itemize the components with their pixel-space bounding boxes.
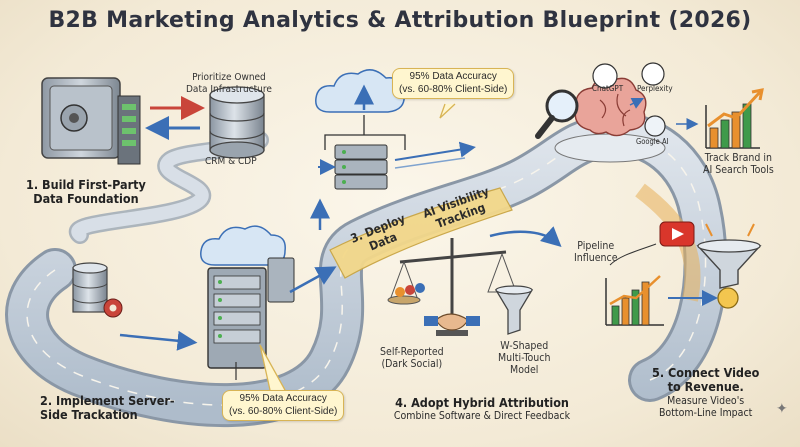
gear-icon <box>103 298 123 318</box>
arrow-icon <box>394 141 476 161</box>
magnifier-icon <box>535 89 579 139</box>
w-shaped-line1: W-Shaped <box>500 340 549 352</box>
step4-subtitle: Combine Software & Direct Feedback <box>393 410 571 423</box>
accuracy-bottom-line2: (vs. 60-80% Client-Side) <box>229 405 338 417</box>
w-shaped-line2: Multi-Touch <box>498 352 551 365</box>
bar-chart-icon <box>705 88 764 149</box>
funnel-icon <box>494 285 534 335</box>
track-brand-label: Track Brand in AI Search Tools <box>703 152 774 176</box>
owned-infra-line2: Data Infrastructure <box>186 83 272 95</box>
google-ai-label: Google AI <box>636 137 669 146</box>
bar-chart-icon <box>605 275 664 326</box>
accuracy-top-line2: (vs. 60-80% Client-Side) <box>399 83 508 95</box>
brain-icon <box>554 77 666 163</box>
w-shaped-label: W-Shaped Multi-Touch Model <box>498 340 550 376</box>
owned-infra-line1: Prioritize Owned <box>192 72 266 83</box>
step5-line3: Measure Video's <box>667 394 745 407</box>
accuracy-bottom-line1: 95% Data Accuracy <box>239 393 327 404</box>
track-brand-line1: Track Brand in <box>704 152 773 164</box>
funnel-icon <box>696 223 762 289</box>
database-icon <box>209 86 265 159</box>
network-lines <box>324 115 406 150</box>
self-reported-line2: (Dark Social) <box>381 358 443 371</box>
self-reported-label: Self-Reported (Dark Social) <box>380 346 444 370</box>
step1-line1: 1. Build First-Party <box>26 177 146 192</box>
pipeline-line1: Pipeline <box>577 240 615 252</box>
step2-line2: Side Trackation <box>40 407 138 423</box>
ai-tool-logos <box>592 62 699 137</box>
accuracy-bubble-top: 95% Data Accuracy (vs. 60-80% Client-Sid… <box>392 68 515 99</box>
pipeline-label: Pipeline Influence <box>574 240 618 264</box>
sparkle-icon: ✦ <box>776 400 788 416</box>
video-play-icon <box>659 221 695 247</box>
people-icon <box>395 283 425 297</box>
self-reported-line1: Self-Reported <box>380 346 444 358</box>
step1-line2: Data Foundation <box>33 191 139 207</box>
road-banner-yellow <box>329 187 513 279</box>
chatgpt-label: ChatGPT <box>592 84 624 93</box>
database-icon <box>72 262 108 313</box>
step4-label: 4. Adopt Hybrid Attribution Combine Soft… <box>372 395 592 423</box>
accuracy-bubble-bottom: 95% Data Accuracy (vs. 60-80% Client-Sid… <box>222 390 345 421</box>
step5-line1: 5. Connect Video <box>652 365 760 380</box>
page-title: B2B Marketing Analytics & Attribution Bl… <box>48 8 752 33</box>
owned-infra-label: Prioritize Owned Data Infrastructure <box>186 72 272 95</box>
safe-icon <box>41 77 141 165</box>
step5-line4: Bottom-Line Impact <box>658 406 753 419</box>
step2-label: 2. Implement Server- Side Trackation <box>40 393 175 423</box>
handshake-icon <box>424 313 480 331</box>
track-brand-line2: AI Search Tools <box>703 164 774 177</box>
server-icon <box>334 144 388 190</box>
step5-label: 5. Connect Video to Revenue. Measure Vid… <box>652 365 760 419</box>
perplexity-label: Perplexity <box>637 84 673 93</box>
accuracy-top-line1: 95% Data Accuracy <box>409 71 497 82</box>
cloud-icon <box>315 69 405 113</box>
step5-line2: to Revenue. <box>667 379 744 395</box>
step1-label: 1. Build First-Party Data Foundation <box>26 177 146 207</box>
pipeline-line2: Influence <box>574 252 618 265</box>
dollar-icon <box>717 287 739 309</box>
server-icon <box>207 257 295 369</box>
cloud-icon <box>200 225 286 266</box>
step2-line1: 2. Implement Server- <box>40 393 175 408</box>
step4-title: 4. Adopt Hybrid Attribution <box>395 395 569 410</box>
w-shaped-line3: Model <box>510 364 539 377</box>
winding-road <box>5 112 728 427</box>
crm-cdp-label: CRM & CDP <box>205 156 257 167</box>
